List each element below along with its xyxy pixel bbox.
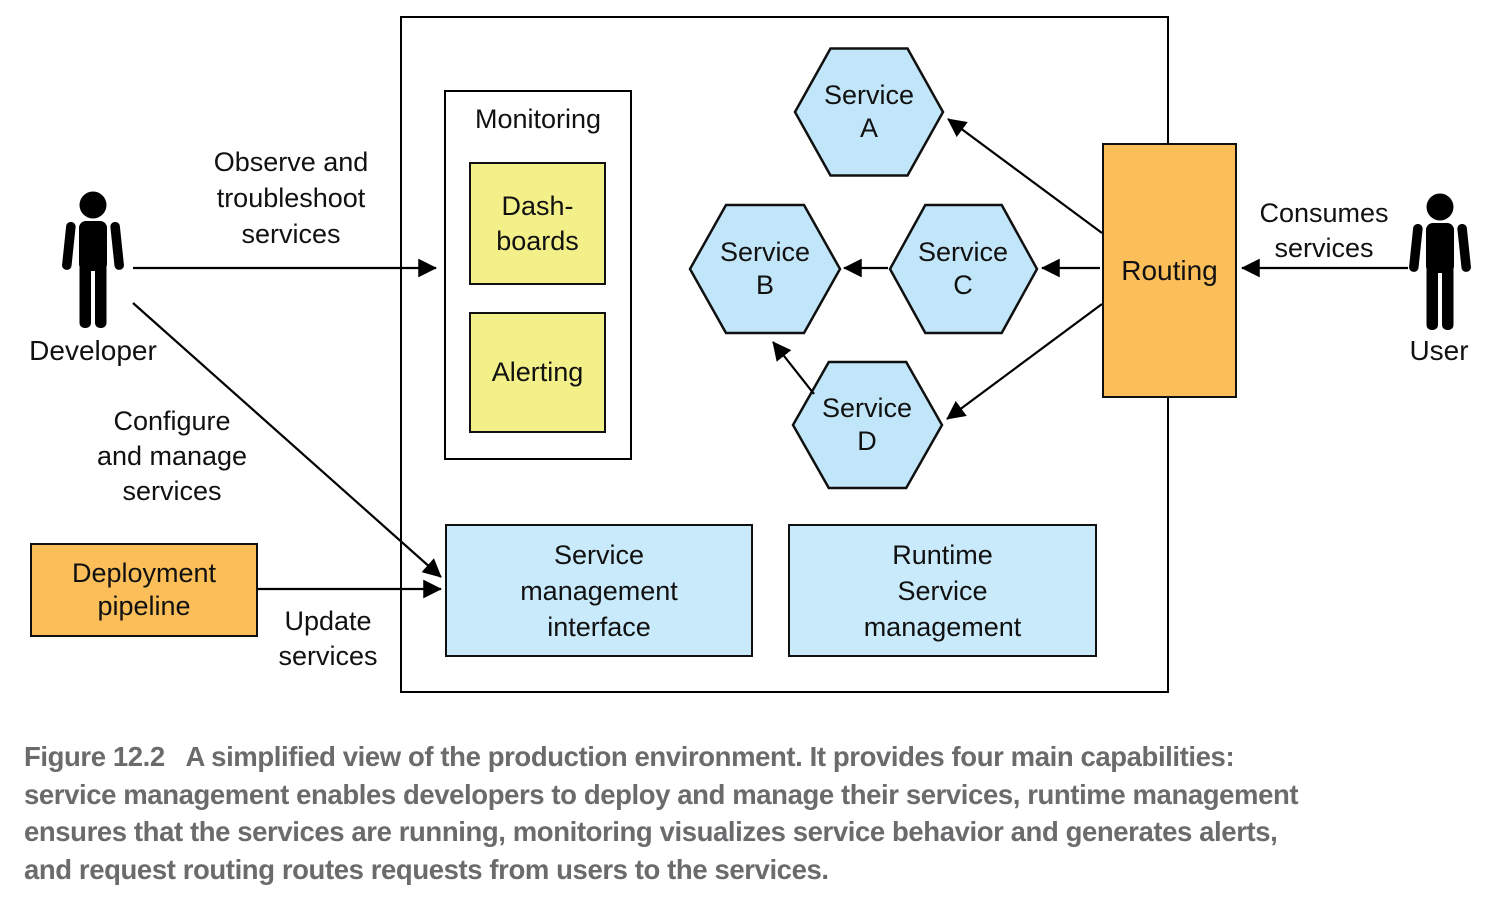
monitoring-title: Monitoring: [474, 104, 602, 134]
service-d-hexagon: [791, 360, 944, 490]
runtime-service-management-box: Runtime Service management: [788, 524, 1097, 657]
developer-person-icon: [61, 191, 125, 328]
user-person-icon: [1408, 193, 1472, 330]
user-label: User: [1409, 335, 1469, 366]
service-b-hexagon: [688, 203, 842, 335]
caption-line: ensures that the services are running, m…: [24, 816, 1278, 847]
service-management-interface-box: Service management interface: [445, 524, 753, 657]
arrow-service-d-to-service-b: [772, 341, 815, 395]
arrow-developer-to-service-management: [132, 302, 442, 578]
update-services-label: Update services: [278, 606, 378, 671]
caption-line: Figure 12.2 A simplified view of the pro…: [24, 741, 1235, 772]
configure-manage-label: Configure and manage services: [96, 406, 248, 506]
arrow-routing-to-service-a: [947, 118, 1103, 234]
service-c-hexagon: [888, 203, 1039, 335]
service-a-hexagon: [793, 47, 945, 177]
developer-label: Developer: [29, 335, 157, 366]
figure-caption: Figure 12.2 A simplified view of the pro…: [24, 738, 1299, 888]
service-a-label: Service A: [823, 80, 915, 143]
consumes-services-label: Consumes services: [1259, 198, 1389, 263]
alerting-box: Alerting: [469, 312, 606, 433]
dashboards-box: Dash- boards: [469, 162, 606, 285]
service-c-label: Service C: [917, 237, 1009, 300]
caption-line: and request routing routes requests from…: [24, 853, 829, 885]
monitoring-box: Monitoring: [444, 90, 632, 460]
deployment-pipeline-box: Deployment pipeline: [30, 543, 258, 637]
observe-troubleshoot-label: Observe and troubleshoot services: [213, 147, 369, 249]
service-b-label: Service B: [719, 237, 811, 300]
arrow-routing-to-service-d: [946, 303, 1103, 420]
routing-box: Routing: [1102, 143, 1237, 398]
service-d-label: Service D: [821, 393, 913, 456]
caption-line: service management enables developers to…: [24, 778, 1299, 810]
